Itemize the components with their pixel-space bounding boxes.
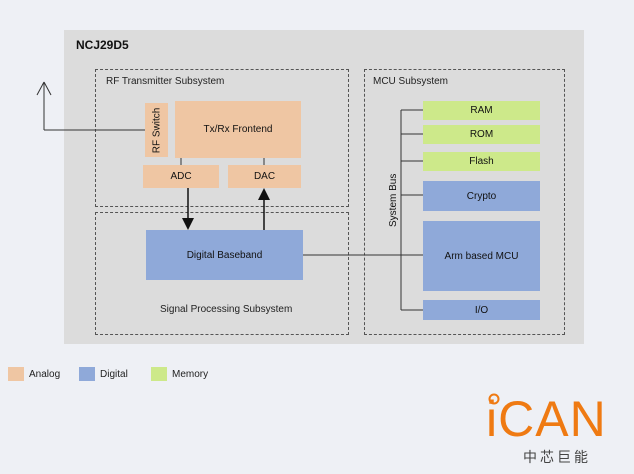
rf-switch-label: RF Switch [151,107,162,153]
signal-processing-subsystem: Signal Processing Subsystem [95,212,349,335]
io-block: I/O [423,300,540,320]
legend-digital-swatch [79,367,95,381]
antenna-icon [36,81,52,130]
digital-baseband-block: Digital Baseband [146,230,303,280]
ram-block: RAM [423,101,540,120]
ican-logo [486,390,622,462]
signal-subsystem-title: Signal Processing Subsystem [160,304,293,315]
mcu-subsystem: MCU Subsystem [364,69,565,335]
adc-block: ADC [143,165,219,188]
legend-memory-swatch [151,367,167,381]
txrx-frontend-block: Tx/Rx Frontend [175,101,301,158]
chip-title: NCJ29D5 [76,38,129,52]
rf-subsystem-title: RF Transmitter Subsystem [106,76,225,87]
flash-block: Flash [423,152,540,171]
rf-switch-block: RF Switch [145,103,168,157]
legend-analog-swatch [8,367,24,381]
crypto-block: Crypto [423,181,540,211]
rom-block: ROM [423,125,540,144]
arm-mcu-block: Arm based MCU [423,221,540,291]
logo-subtext: 中芯巨能 [523,449,591,465]
dac-block: DAC [228,165,301,188]
mcu-subsystem-title: MCU Subsystem [373,76,449,87]
legend-digital-label: Digital [100,369,128,380]
rf-transmitter-subsystem: RF Transmitter Subsystem [95,69,349,207]
legend-memory-label: Memory [172,369,209,380]
logo-text: iCAN [486,391,607,447]
legend-analog-label: Analog [29,369,61,380]
ican-logo-mark [488,393,500,405]
system-bus-label: System Bus [388,173,399,227]
